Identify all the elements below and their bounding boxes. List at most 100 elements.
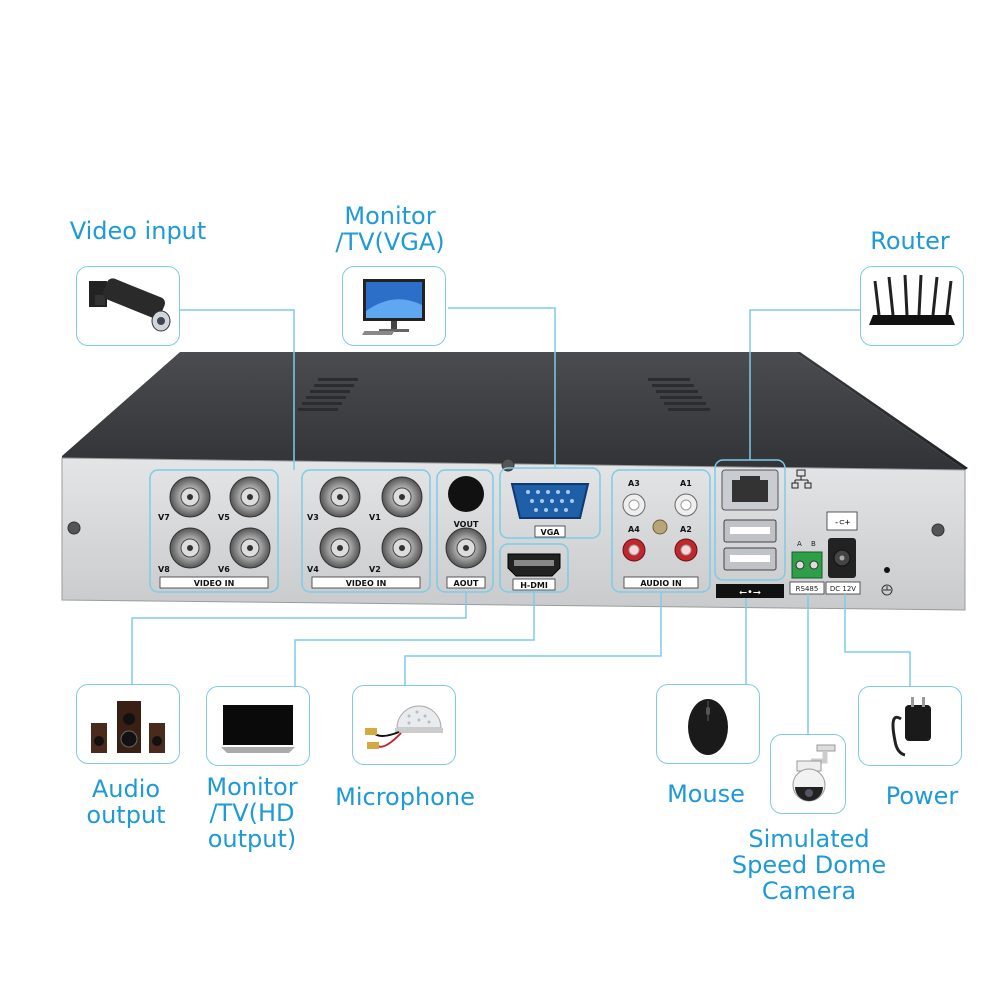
vout-aout-group xyxy=(436,469,494,593)
audio-screw xyxy=(652,519,668,535)
bnc-v1 xyxy=(381,476,423,518)
bnc-v4 xyxy=(319,527,361,569)
label-audio-output: Audio output xyxy=(86,775,166,829)
bullet-camera-icon xyxy=(89,278,171,332)
monitor-icon xyxy=(362,279,425,335)
label-a3: A3 xyxy=(628,479,640,488)
connector-lines xyxy=(131,307,911,734)
label-v3: V3 xyxy=(307,513,319,522)
audio-in-text: AUDIO IN xyxy=(640,579,681,588)
video-input-box xyxy=(76,266,180,346)
video-in-text-2: VIDEO IN xyxy=(346,579,387,588)
bnc-v2 xyxy=(381,527,423,569)
line-router xyxy=(749,309,860,460)
label-router: Router xyxy=(870,227,950,255)
label-v5: V5 xyxy=(218,513,230,522)
bnc-connectors xyxy=(169,476,423,569)
bnc-v6 xyxy=(229,527,271,569)
label-speed-dome: Simulated Speed Dome Camera xyxy=(731,825,887,905)
rs485-label-bar xyxy=(789,581,825,595)
label-monitor-hd: Monitor /TV(HD output) xyxy=(206,773,298,853)
chassis-side xyxy=(795,352,968,470)
label-a2: A2 xyxy=(680,525,692,534)
network-symbol xyxy=(791,469,812,489)
rca-a1 xyxy=(674,493,698,517)
rca-a3 xyxy=(622,493,646,517)
dc12v-text: DC 12V xyxy=(830,585,856,593)
label-v1: V1 xyxy=(369,513,381,522)
video-in-group-2 xyxy=(301,469,431,593)
power-adapter-icon xyxy=(891,697,931,757)
usb-symbol: ⭠•⭢ xyxy=(739,587,761,598)
microphone-box xyxy=(352,685,456,765)
dome-camera-icon xyxy=(792,744,836,802)
label-v4: V4 xyxy=(307,565,319,574)
ground-symbol xyxy=(881,584,893,596)
monitor-hd-box xyxy=(206,686,310,766)
rca-a2 xyxy=(674,538,698,562)
aout-label-bar xyxy=(446,576,486,589)
audio-output-box xyxy=(76,684,180,764)
label-v2: V2 xyxy=(369,565,381,574)
panel-screw xyxy=(931,523,945,537)
bnc-v5 xyxy=(229,476,271,518)
usb-symbol-bar xyxy=(716,584,784,598)
video-in-text-1: VIDEO IN xyxy=(194,579,235,588)
line-video-input xyxy=(180,309,295,470)
video-in-group-1 xyxy=(149,469,279,593)
label-power: Power xyxy=(885,782,959,810)
label-v8: V8 xyxy=(158,565,170,574)
label-b: B xyxy=(811,540,816,548)
bnc-v3 xyxy=(319,476,361,518)
rs485-text: RS485 xyxy=(796,585,819,593)
vga-label-bar xyxy=(534,525,566,538)
line-microphone xyxy=(404,592,662,685)
audio-in-label-bar xyxy=(623,576,699,589)
bnc-v7 xyxy=(169,476,211,518)
bnc-v8 xyxy=(169,527,211,569)
vent-right xyxy=(648,378,710,411)
vga-text: VGA xyxy=(541,528,561,537)
power-box xyxy=(858,686,962,766)
hdmi-label-bar xyxy=(512,578,556,591)
speed-dome-box xyxy=(770,734,846,814)
indicator-hole xyxy=(884,567,890,573)
video-in-label-bar-1 xyxy=(159,576,269,589)
microphone-icon xyxy=(365,705,443,749)
svg-text:-⊂+: -⊂+ xyxy=(834,518,851,528)
vga-group xyxy=(499,467,601,539)
vent-left xyxy=(298,378,358,411)
label-v7: V7 xyxy=(158,513,170,522)
speaker-icon xyxy=(91,701,165,753)
label-v6: V6 xyxy=(218,565,230,574)
line-audio-output xyxy=(131,592,467,684)
vout-knob xyxy=(448,476,484,512)
line-hd-output xyxy=(294,592,535,686)
chassis-top xyxy=(62,352,965,485)
label-microphone: Microphone xyxy=(335,783,475,811)
hdmi-text: H-DMI xyxy=(520,581,548,590)
router-icon xyxy=(869,274,955,325)
line-vga xyxy=(448,307,556,468)
rca-a4 xyxy=(622,538,646,562)
monitor-vga-box xyxy=(342,266,446,346)
aout-connector xyxy=(445,527,487,569)
aout-text: AOUT xyxy=(454,579,479,588)
label-a4: A4 xyxy=(628,525,640,534)
mouse-box xyxy=(656,684,760,764)
label-a: A xyxy=(797,540,802,548)
router-box xyxy=(860,266,964,346)
dc-symbol-box xyxy=(826,511,858,531)
line-power xyxy=(844,594,911,686)
vga-pins xyxy=(526,490,574,512)
vout-text: VOUT xyxy=(454,520,479,529)
label-monitor-vga: Monitor /TV(VGA) xyxy=(335,202,445,256)
tv-icon xyxy=(221,705,295,753)
label-video-input: Video input xyxy=(69,217,207,245)
label-a1: A1 xyxy=(680,479,692,488)
label-mouse: Mouse xyxy=(667,780,745,808)
panel-screw xyxy=(67,521,81,535)
video-in-label-bar-2 xyxy=(311,576,421,589)
mouse-icon xyxy=(688,699,728,755)
